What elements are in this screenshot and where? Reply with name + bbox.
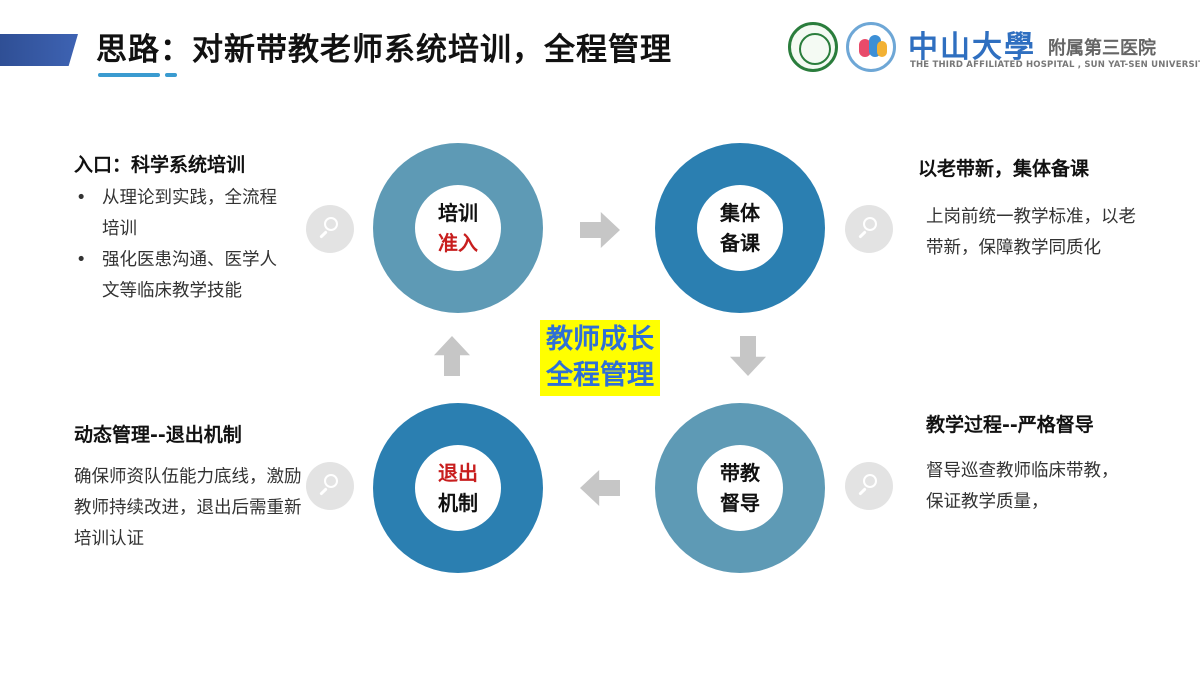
list-item: • 从理论到实践，全流程培训 <box>74 183 294 245</box>
exit-heading: 动态管理--退出机制 <box>74 424 242 446</box>
prep-text: 上岗前统一教学标准，以老带新，保障教学同质化 <box>926 207 1136 258</box>
supervision-text: 督导巡查教师临床带教，保证教学质量， <box>926 461 1119 512</box>
university-seal-logo <box>788 22 838 72</box>
magnifier-icon <box>845 462 893 510</box>
magnifier-icon <box>306 462 354 510</box>
magnifier-icon <box>845 205 893 253</box>
hospital-name: 附属第三医院 <box>1048 38 1156 59</box>
supervision-heading: 教学过程--严格督导 <box>926 414 1094 436</box>
center-label-line1: 教师成长 <box>546 324 654 355</box>
center-label-line2: 全程管理 <box>546 360 654 391</box>
ring-label-line2: 准入 <box>438 231 478 255</box>
hospital-name-english: THE THIRD AFFILIATED HOSPITAL , SUN YAT-… <box>910 60 1200 70</box>
title-underline <box>98 73 160 77</box>
bullet-text: 从理论到实践，全流程培训 <box>102 188 277 239</box>
ring-teaching-supervision: 带教 督导 <box>655 403 825 573</box>
arrow-up-icon <box>434 336 470 376</box>
ring-label-line1: 集体 <box>720 201 760 225</box>
prep-heading: 以老带新，集体备课 <box>918 158 1090 180</box>
ring-training-entry: 培训 准入 <box>373 143 543 313</box>
hospital-logo <box>846 22 896 72</box>
arrow-down-icon <box>730 336 766 376</box>
ring-label-line1: 培训 <box>438 201 478 225</box>
title-underline-dot <box>165 73 177 77</box>
title-accent-bar <box>0 34 78 66</box>
ring-group-preparation: 集体 备课 <box>655 143 825 313</box>
ring-exit-mechanism: 退出 机制 <box>373 403 543 573</box>
ring-label-line1: 带教 <box>720 461 760 485</box>
ring-label-line2: 机制 <box>438 491 478 515</box>
ring-label-line2: 督导 <box>720 491 760 515</box>
arrow-left-icon <box>580 470 620 506</box>
bullet-dot: • <box>76 250 87 270</box>
bullet-dot: • <box>76 188 87 208</box>
entry-bullet-list: • 从理论到实践，全流程培训 • 强化医患沟通、医学人文等临床教学技能 <box>74 183 294 307</box>
university-name: 中山大學 <box>908 30 1036 65</box>
bullet-text: 强化医患沟通、医学人文等临床教学技能 <box>102 250 277 301</box>
center-label: 教师成长 全程管理 <box>540 320 660 396</box>
ring-label-line2: 备课 <box>720 231 760 255</box>
page-title: 思路：对新带教老师系统培训，全程管理 <box>96 32 672 68</box>
exit-text: 确保师资队伍能力底线，激励教师持续改进，退出后需重新培训认证 <box>74 467 302 549</box>
arrow-right-icon <box>580 212 620 248</box>
list-item: • 强化医患沟通、医学人文等临床教学技能 <box>74 245 294 307</box>
ring-label-line1: 退出 <box>438 461 478 485</box>
entry-heading: 入口：科学系统培训 <box>74 154 246 176</box>
magnifier-icon <box>306 205 354 253</box>
